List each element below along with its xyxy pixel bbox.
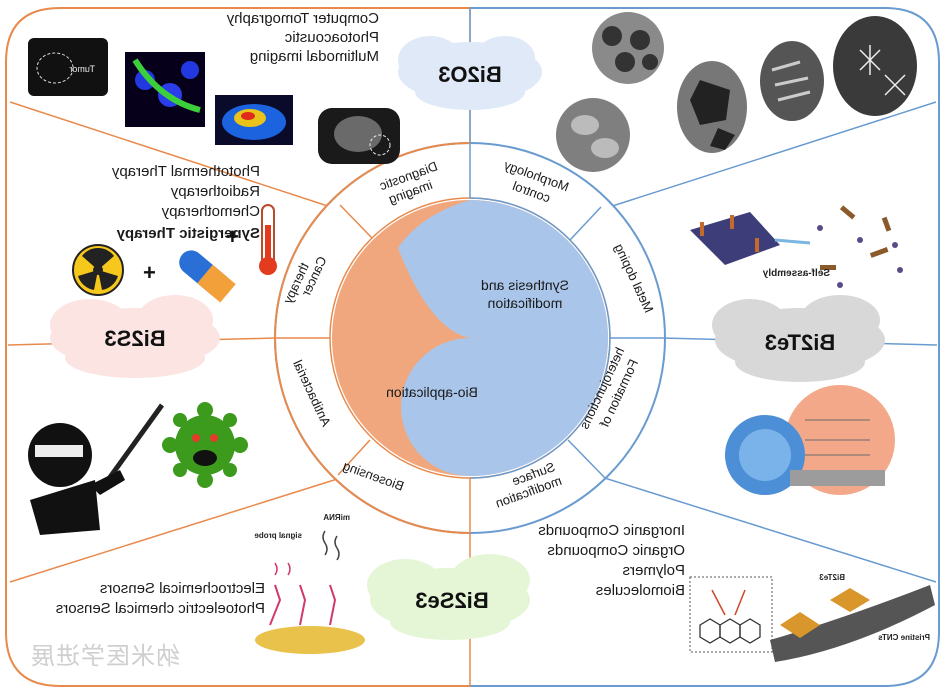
ninja-icon: [28, 403, 165, 535]
synthesis-line-1: Synthesis and: [481, 277, 569, 293]
cloud-bi2o3: [398, 36, 542, 110]
morphology-images: [556, 12, 917, 172]
plus-icon-2: +: [143, 260, 156, 285]
signal-probe-label: signal probe: [254, 531, 302, 540]
inner-ring-right: [469, 197, 611, 479]
yin-yang: [332, 200, 608, 476]
plus-icon: +: [226, 224, 239, 249]
synthesis-line-2: modification: [488, 295, 563, 311]
imaging-line-1: Computer Tomography: [226, 10, 379, 27]
thermometer-icon: [259, 204, 277, 275]
bacteria-icon: [162, 402, 248, 488]
sensor-text-block: Electrochemical Sensors Photoelectric ch…: [56, 580, 265, 617]
capsule-icon: [179, 250, 236, 303]
cloud-bi2se3: [367, 554, 530, 640]
tumor-label: Tumor: [69, 64, 95, 74]
watermark-text: 纳米医学进展: [30, 642, 180, 670]
mouse-ct-image: [318, 108, 400, 164]
therapy-line-3: Chemotherapy: [161, 203, 260, 220]
cloud-label-bi2se3: Bi2Se3: [415, 588, 488, 613]
ct-scan-image: Tumor: [28, 38, 108, 96]
formation-line-3: Polymers: [622, 562, 685, 579]
cloud-bi2te3: [712, 295, 885, 382]
therapy-line-2: Radiotherapy: [170, 183, 260, 200]
therapy-line-1: Photothermal Therapy: [111, 163, 260, 180]
cloud-label-bi2te3: Bi2Te3: [765, 330, 836, 355]
cloud-labels: Bi2O3 Bi2Te3 Bi2S3 Bi2Se3: [104, 62, 835, 613]
imaging-line-2: Photoacoustic: [284, 29, 379, 46]
center-bioapp-text: Bio-application: [386, 384, 478, 400]
sensor-line-2: Photoelectric chemical Sensors: [56, 600, 265, 617]
mirna-label: miRNA: [323, 513, 350, 522]
biosensor-image: miRNA signal probe: [254, 513, 365, 654]
formation-line-1: Inorganic Compounds: [538, 522, 685, 539]
imaging-line-3: Multimodal imaging: [250, 48, 379, 65]
cloud-bi2s3: [50, 295, 220, 378]
formation-line-4: Biomolecules: [596, 582, 685, 599]
cnt-image: Bi2Te3 Pristine CNTs: [689, 573, 935, 662]
bioapp-label: Bio-application: [386, 384, 478, 400]
imaging-text-block: Computer Tomography Photoacoustic Multim…: [226, 10, 379, 65]
ring-separators: [275, 143, 665, 533]
bi2te3-small-label: Bi2Te3: [819, 573, 845, 582]
radiation-icon: [72, 244, 124, 296]
heterojunction-image: [725, 385, 895, 495]
self-assembly-label: Self-assembly: [762, 268, 830, 279]
fluorescence-image: [125, 52, 205, 127]
cloud-label-bi2s3: Bi2S3: [104, 326, 165, 351]
center-synthesis-text: Synthesis and modification: [481, 277, 569, 311]
pristine-cnts-label: Pristine CNTs: [878, 633, 930, 642]
therapy-bold-line: Synergistic Therapy: [116, 225, 260, 242]
sensor-line-1: Electrochemical Sensors: [100, 580, 265, 597]
formation-line-2: Organic Compounds: [547, 542, 685, 559]
blue-frame: [470, 7, 940, 687]
self-assembly-image: Self-assembly: [690, 205, 903, 288]
therapy-text-block: Photothermal Therapy Radiotherapy Chemot…: [111, 163, 260, 242]
cloud-label-bi2o3: Bi2O3: [438, 62, 502, 87]
photoacoustic-image: [215, 95, 293, 145]
orange-frame: [5, 7, 470, 687]
formation-text-block: Inorganic Compounds Organic Compounds Po…: [538, 522, 685, 599]
